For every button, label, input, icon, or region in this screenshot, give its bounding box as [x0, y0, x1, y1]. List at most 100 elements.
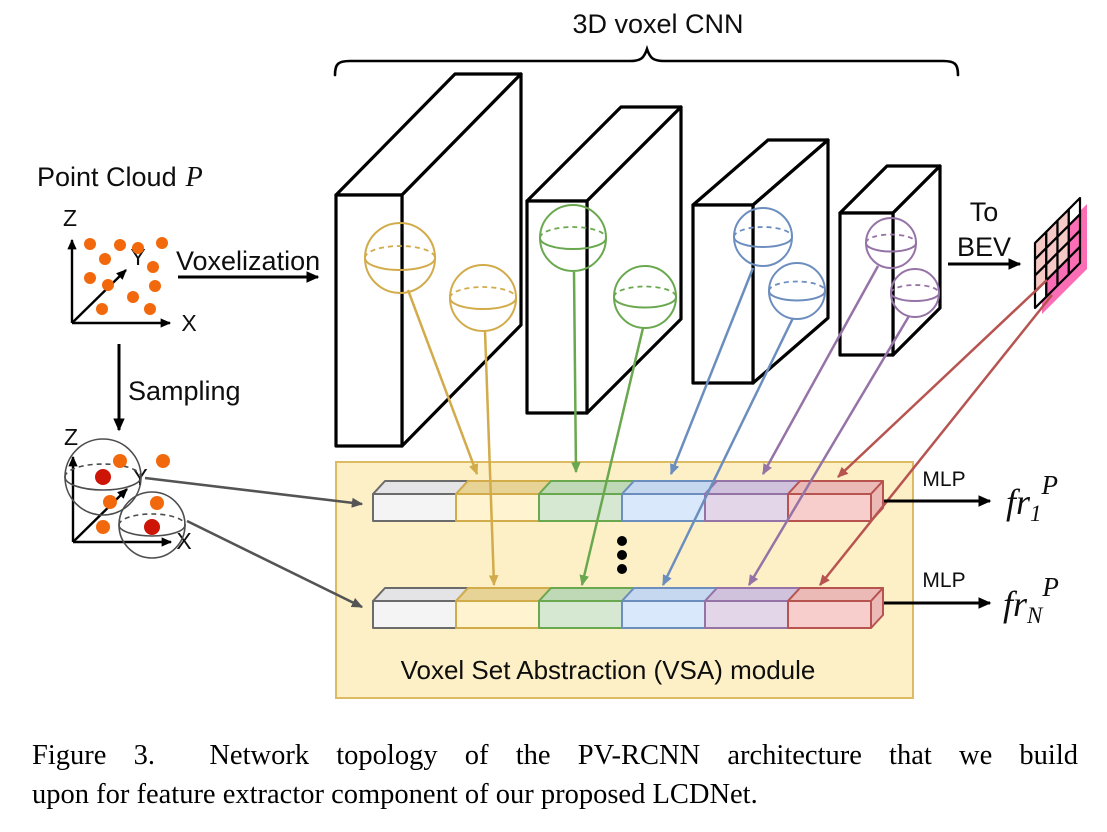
sphere-green-1: [539, 204, 607, 272]
point: [114, 239, 126, 251]
sampling-sphere-2: [118, 491, 186, 559]
sphere-equator-back: [118, 513, 186, 526]
bev-cell: [1067, 245, 1082, 276]
sphere-blue-1: [733, 207, 793, 267]
fr-superscript: P: [1041, 470, 1059, 500]
point: [147, 261, 159, 273]
ellipsis-dot: [617, 550, 627, 560]
z-axis-label: Z: [64, 424, 78, 450]
segment-yellow-top-face: [455, 587, 552, 602]
segment-purple-top-face: [704, 480, 801, 495]
fr-base: fr: [1006, 482, 1031, 522]
fr-top-label: fr1P: [1006, 470, 1058, 526]
sphere-equator: [890, 292, 940, 302]
fr-bottom-label: frNP: [1003, 572, 1059, 628]
slab-3: [691, 138, 830, 385]
slab-2: [525, 105, 683, 415]
sampled-dots: [95, 454, 170, 535]
caption-line-1: Figure 3. Network topology of the PV-RCN…: [32, 740, 1078, 771]
arrow-blue-to-top-bar: [669, 267, 755, 476]
arrow-bev-to-top-bar: [837, 279, 1048, 478]
sphere-yellow-1: [364, 222, 436, 294]
point: [113, 454, 127, 468]
point: [149, 280, 161, 292]
sphere-equator: [539, 237, 607, 250]
segment-blue: [621, 600, 706, 629]
point: [156, 237, 168, 249]
segment-yellow-top-face: [455, 480, 552, 495]
ellipsis-dot: [617, 564, 627, 574]
keypoint: [144, 519, 160, 535]
sampling-label: Sampling: [128, 376, 241, 406]
y-axis: [71, 269, 127, 324]
point-cloud-dots: [84, 237, 168, 315]
sphere-equator: [768, 290, 826, 302]
sphere-equator: [613, 296, 677, 309]
arrow-green-to-top-bar: [571, 271, 581, 474]
segment-blue-top-face: [621, 587, 718, 602]
point: [132, 242, 144, 254]
point: [156, 454, 170, 468]
fr-subscript: N: [1026, 603, 1044, 628]
sphere-purple-1: [865, 217, 917, 269]
segment-green-top-face: [538, 587, 635, 602]
mlp-label-top: MLP: [922, 468, 965, 491]
segment-gray-top-face: [372, 480, 469, 495]
vsa-bar-top: [372, 480, 884, 522]
point: [84, 272, 96, 284]
point: [99, 253, 111, 265]
vsa-module-label: Voxel Set Abstraction (VSA) module: [401, 655, 816, 685]
sphere-equator: [449, 297, 517, 310]
slab-4-left: [838, 211, 895, 357]
segment-gray: [372, 493, 457, 522]
z-axis-label: Z: [63, 205, 77, 231]
sphere-equator-back: [449, 286, 517, 299]
x-axis-label: X: [181, 310, 196, 336]
axes-sampled: Z Y X: [64, 424, 192, 554]
slab-3-left: [691, 203, 755, 385]
arrow-yellow-to-top-bar: [406, 289, 479, 476]
segment-gray-top-face: [372, 587, 469, 602]
sphere-equator-back: [890, 284, 940, 294]
point: [84, 238, 96, 250]
sphere-equator: [733, 236, 793, 248]
sphere-blue-2: [768, 262, 826, 320]
arrow-green-to-bottom-bar: [579, 327, 645, 587]
sphere-equator: [64, 476, 142, 491]
segment-purple: [704, 493, 789, 522]
segment-green: [538, 600, 623, 629]
segment-red-top-face: [787, 480, 884, 495]
sphere-equator: [364, 257, 436, 271]
slab-1-left: [334, 193, 404, 448]
sphere-purple-2: [890, 268, 940, 318]
sphere-equator-back: [539, 226, 607, 239]
slab-1: [334, 72, 523, 448]
arrow-yellow-to-bottom-bar: [483, 330, 499, 587]
fr-superscript: P: [1041, 572, 1059, 602]
point: [127, 291, 139, 303]
sphere-green-2: [613, 265, 677, 329]
sphere-equator-back: [613, 285, 677, 298]
sphere-equator-back: [364, 245, 436, 259]
to-bev-label-line2: BEV: [957, 232, 1011, 262]
arrow-purple-to-top-bar: [761, 265, 880, 476]
segment-green: [538, 493, 623, 522]
sphere-equator-back: [865, 233, 917, 244]
point: [96, 520, 110, 534]
ellipsis-dot: [617, 536, 627, 546]
voxelization-label: Voxelization: [176, 246, 320, 276]
to-bev-label-line1: To: [970, 197, 999, 227]
point-cloud-symbol: P: [185, 162, 203, 193]
x-axis-label: X: [176, 528, 191, 554]
segment-blue-top-face: [621, 480, 718, 495]
sphere-yellow-2: [449, 264, 517, 332]
cnn-brace: [333, 44, 960, 77]
arrow-blue-to-bottom-bar: [661, 317, 795, 587]
point: [103, 495, 117, 509]
segment-purple-top-face: [704, 587, 801, 602]
sphere-equator: [865, 242, 917, 253]
vertical-ellipsis: [617, 536, 627, 574]
arrow-keypoint-to-top-bar: [144, 476, 364, 508]
point: [102, 279, 114, 291]
